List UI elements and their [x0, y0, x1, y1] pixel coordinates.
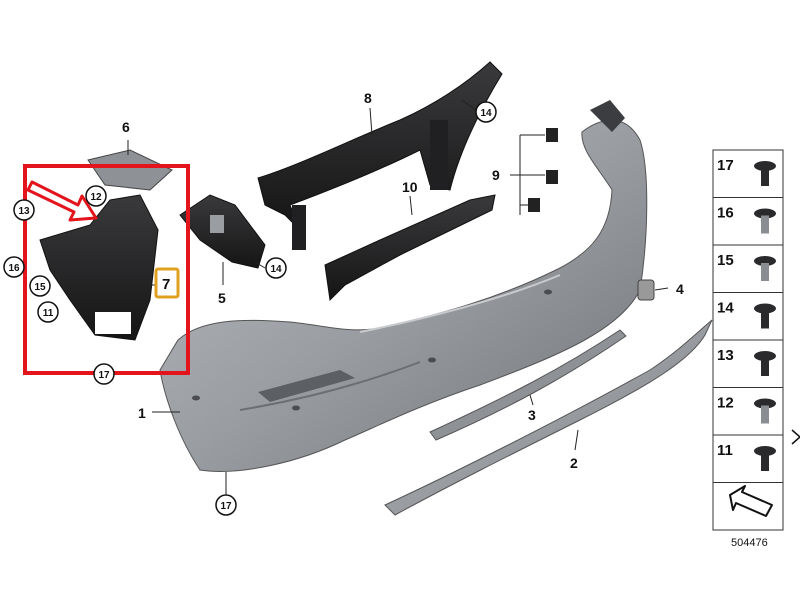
part-label-7: 7 [162, 276, 170, 293]
chevron-right-icon [791, 429, 800, 445]
fastener-number-11: 11 [717, 442, 733, 459]
svg-text:14: 14 [270, 264, 282, 275]
fastener-17-icon [754, 161, 776, 171]
cover-plate [87, 149, 173, 191]
part-label-2: 2 [570, 455, 578, 471]
fastener-cell-14: 14 [713, 300, 783, 341]
fastener-12-icon [754, 398, 776, 409]
svg-text:12: 12 [90, 192, 102, 203]
svg-text:13: 13 [18, 206, 30, 217]
part-label-3: 3 [528, 407, 536, 423]
leader-lines [127, 99, 669, 495]
reference-number: 504476 [731, 537, 768, 549]
fastener-number-16: 16 [717, 205, 734, 222]
fastener-cell-17: 17 [713, 157, 783, 198]
diffuser [384, 319, 713, 516]
part-badge-7: 7 [154, 267, 180, 299]
red-arrow-icon [26, 180, 98, 222]
fastener-number-14: 14 [717, 300, 734, 317]
fastener-cell-13: 13 [713, 347, 783, 388]
part-label-8: 8 [364, 90, 372, 106]
svg-text:17: 17 [98, 370, 110, 381]
fastener-14-icon [754, 303, 776, 314]
fastener-cell-16: 16 [713, 205, 783, 246]
part-label-1: 1 [138, 405, 146, 421]
return-arrow-icon [729, 485, 773, 517]
callout-17-bottom: 17 [215, 494, 237, 516]
upper-carrier [257, 61, 503, 250]
callout-14-lower: 14 [265, 257, 287, 279]
part-label-10: 10 [402, 179, 418, 195]
fastener-13-icon [754, 351, 776, 361]
clip-group [519, 128, 558, 215]
part-label-9: 9 [492, 167, 500, 183]
fastener-11-icon [754, 446, 776, 456]
callout-11: 11 [37, 301, 59, 323]
side-bracket [179, 194, 266, 269]
fastener-panel: 17 16 15 14 13 12 11 [712, 149, 784, 531]
callout-13: 13 [13, 199, 35, 221]
bumper-cover [159, 100, 648, 472]
fastener-number-15: 15 [717, 252, 734, 269]
fastener-16-icon [754, 208, 776, 219]
callout-15: 15 [29, 275, 51, 297]
svg-text:11: 11 [43, 308, 54, 319]
fastener-cell-11: 11 [713, 442, 783, 483]
fastener-cell-15: 15 [713, 252, 783, 293]
fastener-15-icon [754, 256, 776, 266]
center-bracket [324, 194, 496, 302]
svg-text:16: 16 [8, 263, 20, 274]
fastener-cell-12: 12 [713, 395, 783, 436]
callout-16: 16 [3, 256, 25, 278]
callout-14-upper: 14 [475, 101, 497, 123]
fastener-number-13: 13 [717, 347, 734, 364]
part-label-4: 4 [676, 281, 684, 297]
fastener-number-12: 12 [717, 395, 734, 412]
trim-strip [429, 329, 627, 441]
fastener-number-17: 17 [717, 157, 734, 174]
callout-17-top: 17 [93, 363, 115, 385]
svg-text:14: 14 [480, 108, 492, 119]
small-cap [637, 279, 655, 301]
svg-text:15: 15 [34, 282, 46, 293]
part-label-6: 6 [122, 119, 130, 135]
part-label-5: 5 [218, 290, 226, 306]
left-bracket [39, 194, 159, 341]
svg-text:17: 17 [220, 501, 232, 512]
callout-12: 12 [85, 185, 107, 207]
